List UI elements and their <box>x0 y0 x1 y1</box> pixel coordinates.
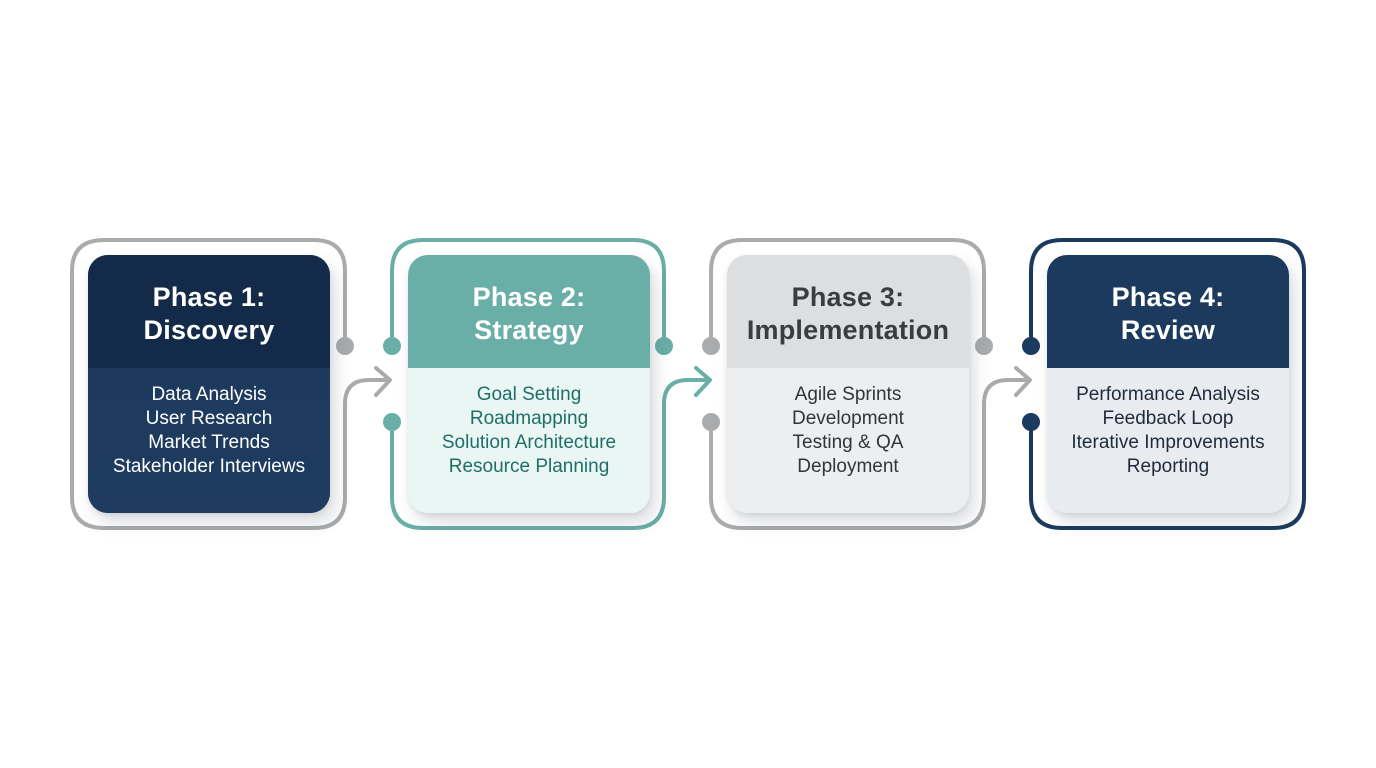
phase-2-item: Goal Setting <box>476 384 582 405</box>
phase-3-item: Testing & QA <box>792 432 904 453</box>
phase-1-header: Phase 1: Discovery <box>88 255 330 368</box>
phase-2-title-name: Strategy <box>474 314 584 345</box>
phase-3-item-list: Agile Sprints Development Testing & QA D… <box>727 368 969 513</box>
phase-4-outline <box>1029 238 1306 530</box>
phase-1-item: Stakeholder Interviews <box>112 456 306 477</box>
phase-1-card: Phase 1: Discovery Data Analysis User Re… <box>88 255 330 513</box>
phase-4-title-number: Phase 4: <box>1111 281 1225 312</box>
phase-1-outline <box>70 238 392 530</box>
phase-3-item: Deployment <box>797 456 899 477</box>
phase-1-node <box>336 337 354 355</box>
phase-3-node-bottom-left <box>702 413 720 431</box>
phase-3-outline <box>709 238 1032 530</box>
phase-3-card: Phase 3: Implementation Agile Sprints De… <box>727 255 969 513</box>
phase-4-item: Iterative Improvements <box>1071 432 1265 453</box>
phase-2-node-right <box>655 337 673 355</box>
phase-3-title-name: Implementation <box>746 314 950 345</box>
phase-4-item: Feedback Loop <box>1102 408 1234 429</box>
phase-3-header: Phase 3: Implementation <box>727 255 969 368</box>
phase-2-item: Roadmapping <box>469 408 589 429</box>
phase-3-item: Agile Sprints <box>794 384 902 405</box>
phase-2-header: Phase 2: Strategy <box>408 255 650 368</box>
phase-3-node-right <box>975 337 993 355</box>
phase-4-card: Phase 4: Review Performance Analysis Fee… <box>1047 255 1289 513</box>
phase-2-node-bottom-left <box>383 413 401 431</box>
phase-2-item-list: Goal Setting Roadmapping Solution Archit… <box>408 368 650 513</box>
phase-4-item: Performance Analysis <box>1076 384 1260 405</box>
phase-4-item-list: Performance Analysis Feedback Loop Itera… <box>1047 368 1289 513</box>
phase-2-node-top-left <box>383 337 401 355</box>
phase-2-outline <box>390 238 712 530</box>
phase-2-item: Resource Planning <box>448 456 610 477</box>
phase-1-title-number: Phase 1: <box>152 281 266 312</box>
phase-3-node-top-left <box>702 337 720 355</box>
phase-2-card: Phase 2: Strategy Goal Setting Roadmappi… <box>408 255 650 513</box>
phase-1-title-name: Discovery <box>143 314 275 345</box>
phase-2-item: Solution Architecture <box>441 432 617 453</box>
phase-4-item: Reporting <box>1126 456 1210 477</box>
phase-1-item: Data Analysis <box>151 384 267 405</box>
phase-3-title-number: Phase 3: <box>791 281 905 312</box>
phase-4-node-top-left <box>1022 337 1040 355</box>
phase-1-item: Market Trends <box>148 432 270 453</box>
phase-4-node-bottom-left <box>1022 413 1040 431</box>
phase-3-item: Development <box>792 408 904 429</box>
phase-1-item-list: Data Analysis User Research Market Trend… <box>88 368 330 513</box>
phase-4-title-name: Review <box>1120 314 1216 345</box>
phase-4-header: Phase 4: Review <box>1047 255 1289 368</box>
phase-1-item: User Research <box>145 408 273 429</box>
phase-2-title-number: Phase 2: <box>472 281 586 312</box>
